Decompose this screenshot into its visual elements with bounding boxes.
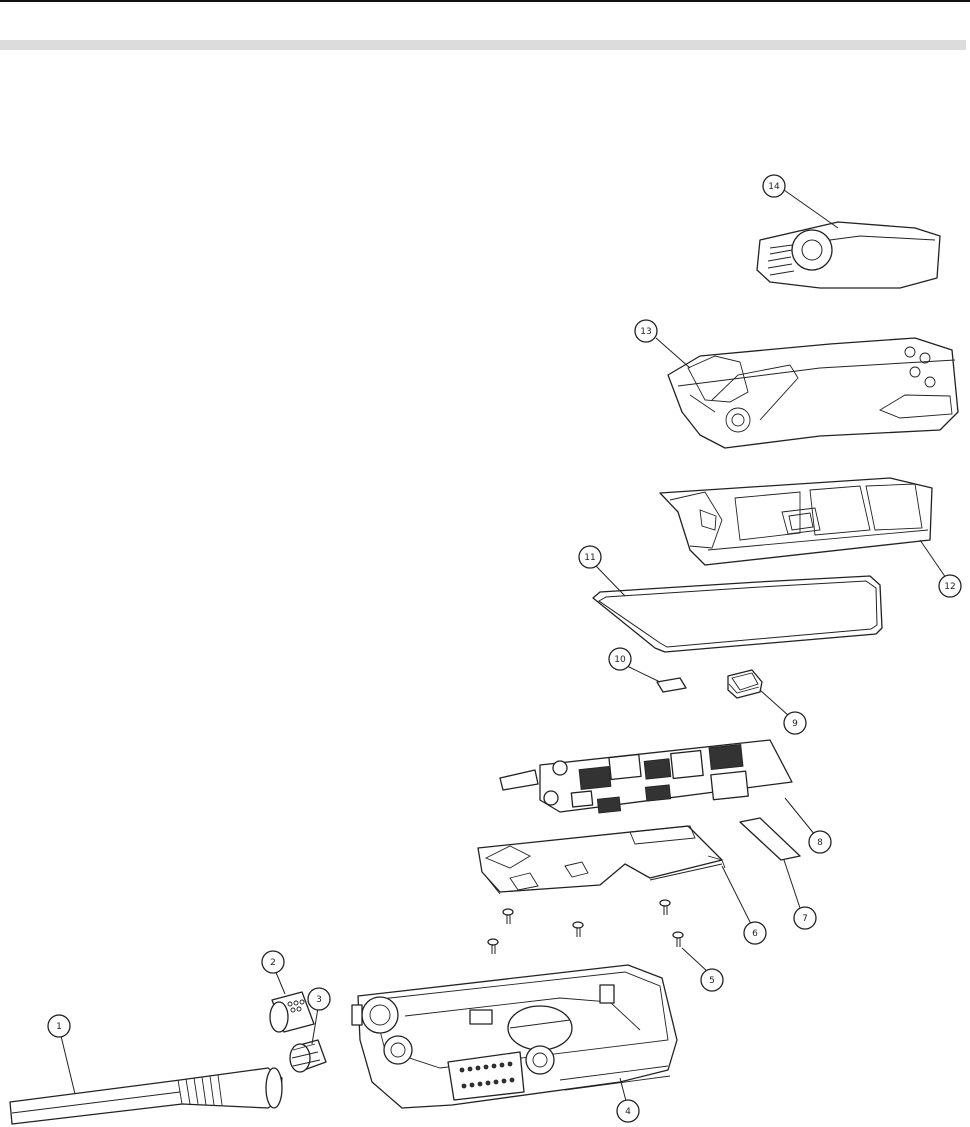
part-12-chassis-frame (660, 478, 932, 565)
screw (660, 900, 670, 915)
callout-8: 8 (809, 831, 831, 853)
svg-text:12: 12 (944, 582, 955, 592)
part-13-battery (668, 338, 958, 448)
part-3-knob (290, 1040, 326, 1072)
part-8-main-pcb (500, 740, 792, 813)
svg-text:11: 11 (584, 553, 595, 563)
part-11-gasket (593, 576, 882, 652)
svg-text:1: 1 (56, 1022, 62, 1032)
callout-2: 2 (262, 951, 284, 973)
svg-text:2: 2 (270, 958, 276, 968)
screw (503, 909, 513, 924)
part-10-thermal-pad (657, 678, 686, 692)
callout-6: 6 (744, 922, 766, 944)
screw (673, 932, 683, 947)
callout-10: 10 (609, 648, 631, 670)
svg-text:4: 4 (625, 1107, 631, 1117)
callout-13: 13 (635, 320, 657, 342)
part-1-antenna (10, 1068, 282, 1124)
svg-text:9: 9 (792, 719, 798, 729)
part-14-belt-clip (757, 222, 940, 288)
svg-text:6: 6 (752, 929, 758, 939)
callout-14: 14 (763, 175, 785, 197)
part-4-main-housing (352, 965, 677, 1108)
callout-5: 5 (701, 969, 723, 991)
leader-lines (61, 190, 946, 1101)
callout-12: 12 (939, 575, 961, 597)
svg-text:7: 7 (802, 914, 808, 924)
callout-4: 4 (617, 1100, 639, 1122)
svg-text:5: 5 (709, 976, 715, 986)
part-9-rubber-boot (728, 670, 762, 698)
part-6-shield-plate (478, 826, 725, 894)
callout-1: 1 (48, 1015, 70, 1037)
part-5-screws (488, 900, 683, 954)
svg-text:14: 14 (768, 182, 780, 192)
svg-text:3: 3 (316, 995, 322, 1005)
svg-text:10: 10 (614, 655, 626, 665)
svg-text:8: 8 (817, 838, 823, 848)
callout-9: 9 (784, 712, 806, 734)
part-7-flex-strip (740, 818, 800, 860)
screw (573, 922, 583, 937)
svg-text:13: 13 (640, 327, 651, 337)
screw (488, 939, 498, 954)
callout-7: 7 (794, 907, 816, 929)
callout-3: 3 (308, 988, 330, 1010)
callout-11: 11 (579, 546, 601, 568)
